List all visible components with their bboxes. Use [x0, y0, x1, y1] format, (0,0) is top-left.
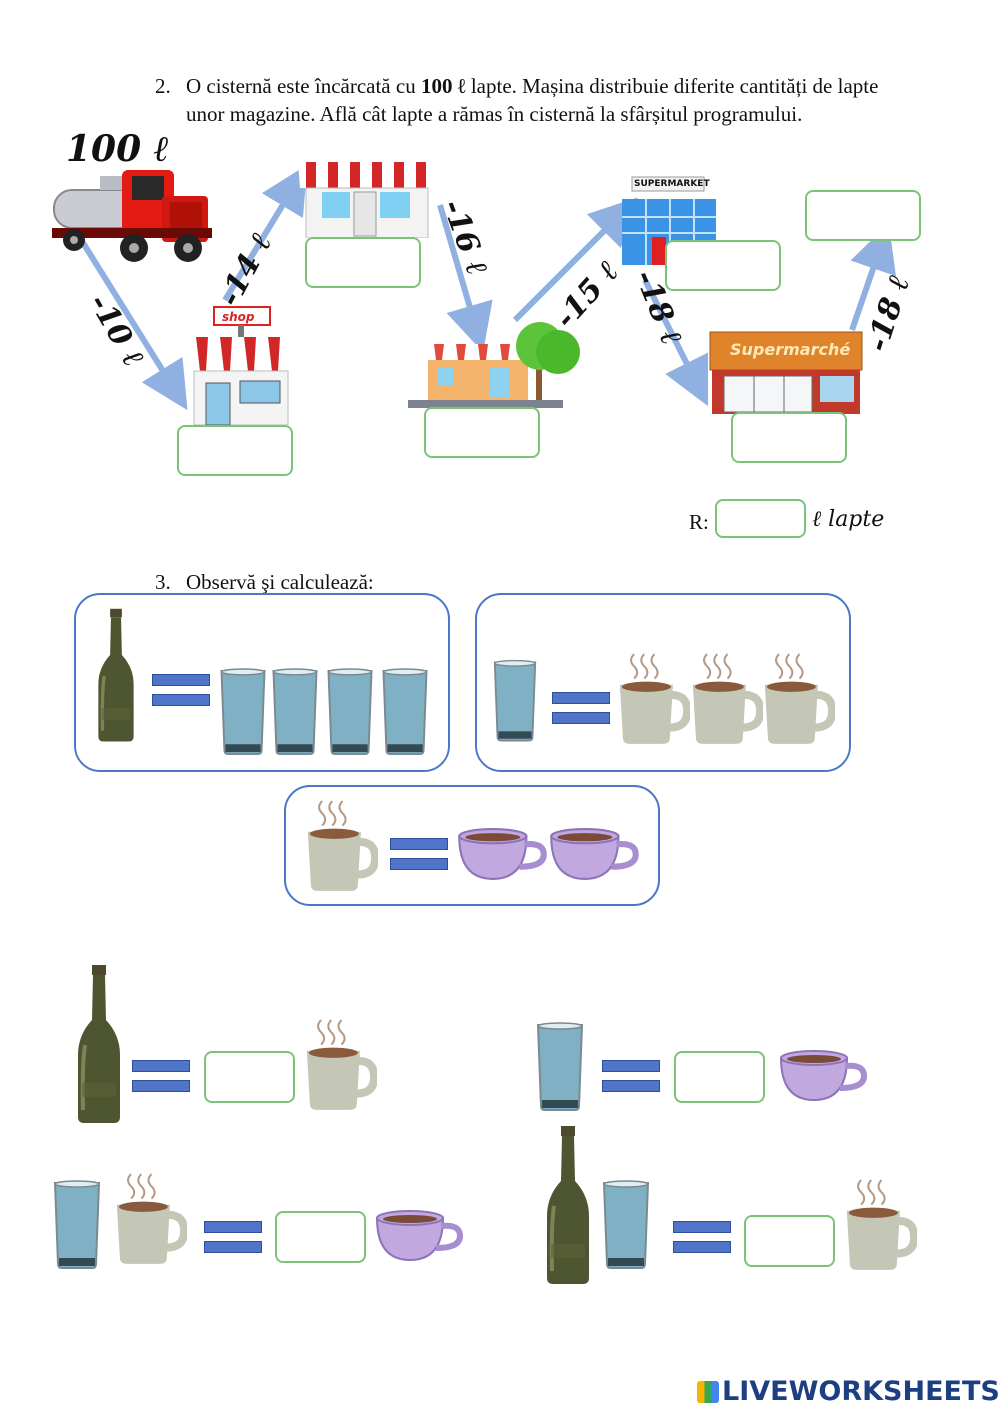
equals-icon	[390, 838, 448, 870]
equals-icon	[152, 674, 210, 706]
mug-icon	[760, 650, 835, 747]
answer-box-supermarket[interactable]	[665, 240, 781, 291]
equals-icon	[204, 1221, 262, 1253]
problem2-number: 2.	[155, 74, 171, 98]
glass-icon	[270, 668, 320, 756]
equals-icon	[132, 1060, 190, 1092]
supermarche-store-icon	[709, 331, 863, 414]
glass-icon	[601, 1180, 651, 1270]
mug-icon	[615, 650, 690, 747]
logo-icon	[697, 1381, 719, 1403]
shop-store-icon	[188, 306, 294, 425]
supermarket-sign: SUPERMARKET	[634, 179, 710, 189]
result-suffix: ℓ lapte	[812, 507, 885, 532]
tanker-truck-icon	[52, 170, 212, 262]
answer-box-store-2[interactable]	[305, 237, 421, 288]
equals-icon	[602, 1060, 660, 1092]
bottle-icon	[74, 965, 124, 1125]
cup-icon	[778, 1048, 868, 1103]
cup-icon	[548, 826, 640, 882]
glass-icon	[380, 668, 430, 756]
glass-icon	[52, 1180, 102, 1270]
shop-sign: shop	[222, 310, 255, 324]
glass-icon	[492, 657, 538, 745]
equals-icon	[552, 692, 610, 724]
problem3-number: 3.	[155, 570, 171, 594]
problem3-title: Observă şi calculează:	[186, 570, 374, 594]
result-answer-box[interactable]	[715, 499, 806, 538]
supermarche-sign: Supermarché	[730, 340, 851, 359]
problem2-amount: 100 ℓ	[420, 74, 466, 98]
glass-icon	[218, 668, 268, 756]
answer-box-supermarche[interactable]	[731, 412, 847, 463]
answer-bottle-glass-in-mugs[interactable]	[744, 1215, 835, 1267]
cup-icon	[374, 1208, 464, 1263]
mug-icon	[842, 1176, 917, 1273]
answer-box-final[interactable]	[805, 190, 921, 241]
mug-icon	[303, 797, 378, 894]
answer-glass-mug-in-cups[interactable]	[275, 1211, 366, 1263]
mug-icon	[302, 1016, 377, 1113]
mug-icon	[688, 650, 763, 747]
answer-box-shop[interactable]	[177, 425, 293, 476]
store-2-icon	[298, 162, 436, 238]
problem2-text: O cisternă este încărcată cu 100 ℓ lapte…	[186, 74, 879, 126]
answer-glass-in-cups[interactable]	[674, 1051, 765, 1103]
cup-icon	[456, 826, 548, 882]
mug-icon	[112, 1170, 187, 1267]
bottle-icon	[543, 1126, 593, 1286]
bottle-icon	[95, 597, 137, 755]
store-3-icon	[408, 322, 580, 408]
answer-box-store-3[interactable]	[424, 407, 540, 458]
truck-amount-label: 100 ℓ	[66, 128, 170, 170]
glass-icon	[535, 1022, 585, 1112]
answer-bottle-in-mugs[interactable]	[204, 1051, 295, 1103]
equals-icon	[673, 1221, 731, 1253]
glass-icon	[325, 668, 375, 756]
liveworksheets-logo: LIVEWORKSHEETS	[697, 1376, 1000, 1407]
route-arrows	[72, 164, 896, 411]
result-prefix: R:	[689, 510, 709, 534]
